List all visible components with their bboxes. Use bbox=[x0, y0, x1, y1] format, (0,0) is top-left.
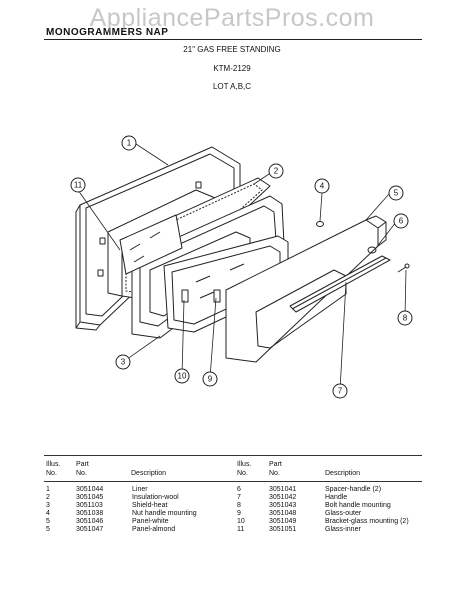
table-top-rule bbox=[44, 455, 422, 456]
col-header-desc-left: Description bbox=[131, 470, 167, 477]
col-header-illus-right: Illus. No. bbox=[237, 461, 252, 477]
section-title: MONOGRAMMERS NAP bbox=[46, 27, 169, 38]
callout-9: 9 bbox=[202, 371, 218, 387]
callout-label: 10 bbox=[178, 372, 187, 381]
callout-3: 3 bbox=[115, 354, 131, 370]
callout-label: 11 bbox=[74, 181, 83, 190]
callout-11: 11 bbox=[70, 177, 86, 193]
bolt-part bbox=[397, 263, 410, 273]
model-description: 21" GAS FREE STANDING bbox=[183, 45, 281, 54]
callout-label: 1 bbox=[127, 139, 132, 148]
callout-1: 1 bbox=[121, 135, 137, 151]
col-header-part-left: Part No. bbox=[76, 461, 89, 477]
leader-lines bbox=[77, 143, 407, 391]
col-header-illus-left: Illus. No. bbox=[46, 461, 61, 477]
header-divider bbox=[44, 39, 422, 40]
table-header-rule bbox=[44, 481, 422, 482]
callout-label: 7 bbox=[338, 387, 343, 396]
nut-part bbox=[316, 221, 324, 227]
callout-label: 4 bbox=[320, 182, 325, 191]
callout-label: 3 bbox=[121, 358, 126, 367]
handle-part bbox=[289, 255, 391, 313]
callout-label: 8 bbox=[403, 314, 408, 323]
callout-10: 10 bbox=[174, 368, 190, 384]
callout-label: 9 bbox=[208, 375, 213, 384]
spacer-part bbox=[367, 246, 377, 254]
lot-info: LOT A,B,C bbox=[212, 82, 252, 91]
model-number: KTM-2129 bbox=[213, 64, 251, 73]
callout-7: 7 bbox=[332, 383, 348, 399]
callout-6: 6 bbox=[393, 213, 409, 229]
callout-label: 5 bbox=[394, 189, 399, 198]
callout-5: 5 bbox=[388, 185, 404, 201]
callout-8: 8 bbox=[397, 310, 413, 326]
callout-label: 6 bbox=[399, 217, 404, 226]
callout-4: 4 bbox=[314, 178, 330, 194]
col-header-desc-right: Description bbox=[325, 470, 361, 477]
callout-2: 2 bbox=[268, 163, 284, 179]
callout-label: 2 bbox=[274, 167, 279, 176]
col-header-part-right: Part No. bbox=[269, 461, 282, 477]
glass-inner-part bbox=[119, 214, 183, 275]
